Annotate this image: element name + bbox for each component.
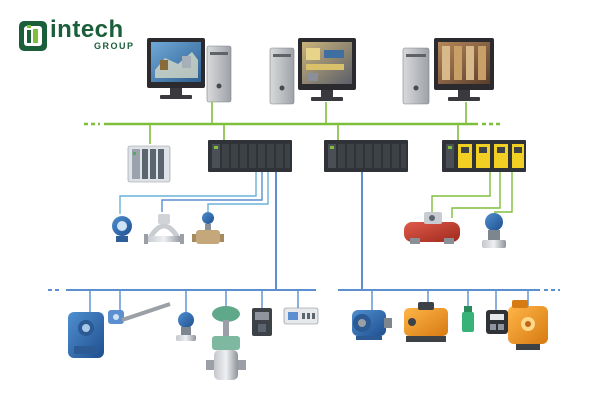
remote-io-module	[283, 307, 319, 325]
control-valve-small	[192, 212, 224, 244]
brand-group: GROUP	[94, 41, 135, 51]
valve-positioner	[252, 308, 272, 336]
temperature-probe	[108, 302, 171, 324]
hart-wiring-left	[119, 172, 269, 214]
pneumatic-actuator	[404, 212, 460, 244]
ethernet-backbone	[84, 102, 500, 144]
io-rack-modular	[127, 145, 171, 183]
fieldbus-trunks	[48, 172, 560, 312]
controller-rack-2	[324, 140, 408, 172]
pressure-transmitter	[482, 213, 506, 248]
electric-actuator	[508, 300, 548, 350]
intech-logo: intech GROUP	[18, 16, 138, 58]
coriolis-flowmeter	[144, 214, 184, 244]
hart-wiring-right	[431, 172, 513, 218]
pressure-transmitter-small	[176, 312, 196, 341]
workstation-plant-overview	[147, 38, 232, 103]
valve-island	[486, 310, 508, 334]
explosion-proof-transmitter	[68, 312, 104, 358]
workstation-process-graphic	[269, 38, 356, 105]
workstation-control-panel	[402, 38, 494, 105]
motor-actuator	[404, 302, 448, 342]
controller-rack-1	[208, 140, 292, 172]
control-valve-large	[206, 306, 246, 380]
flow-transmitter	[112, 216, 132, 242]
controller-rack-hazardous	[442, 140, 526, 172]
proximity-sensor	[462, 306, 474, 332]
intech-logo-mark	[19, 21, 47, 51]
brand-name: intech	[50, 16, 124, 43]
electric-motor	[352, 310, 392, 340]
